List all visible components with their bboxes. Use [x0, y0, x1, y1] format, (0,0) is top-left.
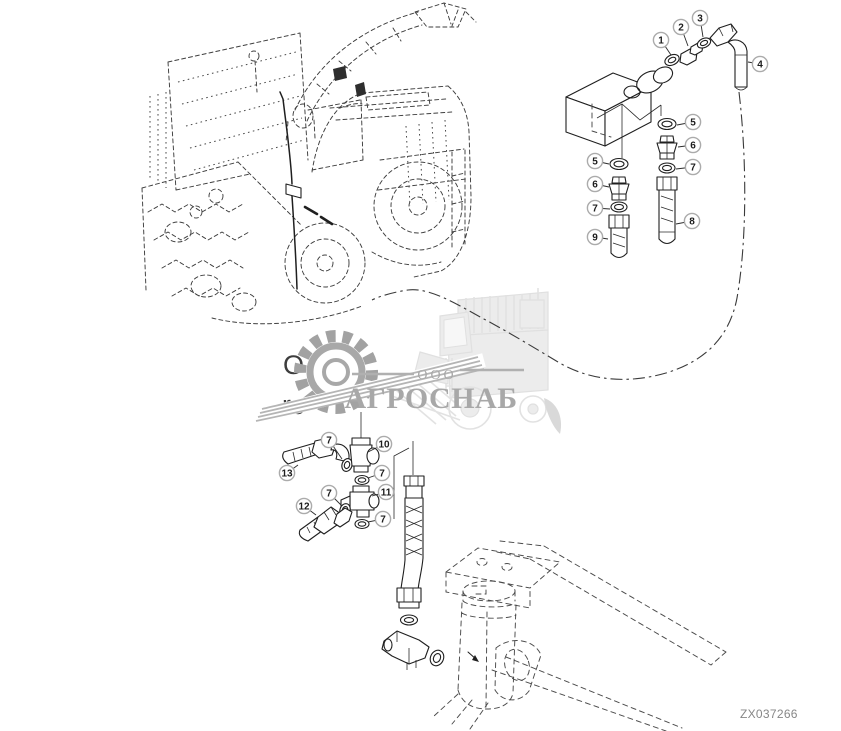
fitting-6-right	[656, 135, 678, 160]
callout-label: 11	[381, 487, 392, 498]
callout-label: 10	[378, 439, 390, 450]
callout-10	[375, 435, 393, 453]
callout-8	[683, 212, 701, 230]
machine-body	[167, 32, 472, 278]
callout-6	[684, 136, 702, 154]
callout-6	[586, 175, 604, 193]
machine-header	[141, 92, 363, 325]
lower-hose-assembly	[381, 441, 445, 670]
watermark-prefix: ООО	[417, 368, 456, 383]
hose-routing-line	[371, 91, 746, 380]
callout-7	[373, 464, 391, 482]
callout-7	[320, 484, 338, 502]
part-code: ZX037266	[740, 707, 798, 721]
middle-assembly	[282, 412, 410, 542]
oring-3	[696, 37, 712, 49]
callout-13	[278, 464, 296, 482]
oring-7b	[354, 474, 370, 486]
callout-7	[684, 158, 702, 176]
callout-label: 13	[281, 468, 293, 479]
callout-label: 5	[690, 117, 696, 128]
oring-lower	[399, 614, 419, 626]
oring-1	[664, 53, 680, 67]
elbow-fitting-4	[709, 23, 748, 91]
callout-label: 7	[380, 514, 386, 525]
callout-12	[295, 497, 313, 515]
callout-7	[586, 199, 604, 217]
oring-7-left	[610, 201, 628, 213]
oring-lower-2	[429, 649, 445, 667]
callout-label: 7	[592, 203, 598, 214]
oring-7d	[354, 518, 370, 530]
oring-7-right	[658, 162, 676, 174]
callout-4	[751, 55, 769, 73]
callout-label: 7	[326, 488, 332, 499]
callout-label: 4	[757, 59, 763, 70]
callout-2	[672, 18, 690, 36]
callout-label: 1	[658, 35, 664, 46]
oring-7a	[341, 458, 353, 472]
elbow-lower	[381, 630, 430, 670]
oring-5-left	[609, 157, 629, 171]
hose-9	[608, 214, 630, 259]
highlighted-hose-on-machine	[279, 66, 366, 290]
callout-5	[684, 113, 702, 131]
callout-label: 5	[592, 156, 598, 167]
callout-3	[691, 9, 709, 27]
tee-fitting-10	[349, 412, 380, 473]
position-bracket	[393, 447, 410, 519]
exploded-view-top	[565, 23, 748, 259]
frame-beams	[433, 540, 727, 731]
filter-assembly-ghost	[433, 540, 727, 731]
callout-label: 9	[592, 232, 598, 243]
spout	[285, 2, 477, 143]
callout-7	[320, 431, 338, 449]
machine-wheels	[284, 161, 463, 304]
watermark-company: АГРОСНАБ	[344, 382, 517, 415]
fitting-12	[298, 506, 353, 542]
sensor-block	[565, 66, 674, 147]
gear-logo	[255, 330, 486, 423]
callout-label: 7	[326, 435, 332, 446]
callout-9	[586, 228, 604, 246]
oring-5-right	[657, 117, 677, 131]
callout-5	[586, 152, 604, 170]
hose-13	[282, 437, 350, 465]
fitting-6-left	[608, 176, 630, 201]
callout-label: 7	[379, 468, 385, 479]
callout-label: 6	[592, 179, 598, 190]
callout-label: 7	[690, 162, 696, 173]
harvester-overview-drawing	[141, 2, 477, 325]
callout-7	[374, 510, 392, 528]
agrosnab-watermark: ООО АГРОСНАБ	[255, 288, 562, 434]
callout-label: 12	[298, 501, 310, 512]
callout-label: 3	[697, 13, 703, 24]
callout-label: 6	[690, 140, 696, 151]
callout-11	[377, 483, 395, 501]
hose-8	[656, 176, 678, 245]
callout-label: 8	[689, 216, 695, 227]
watermark-rule-lines	[352, 368, 524, 376]
callout-1	[652, 31, 670, 49]
callout-label: 2	[678, 22, 684, 33]
